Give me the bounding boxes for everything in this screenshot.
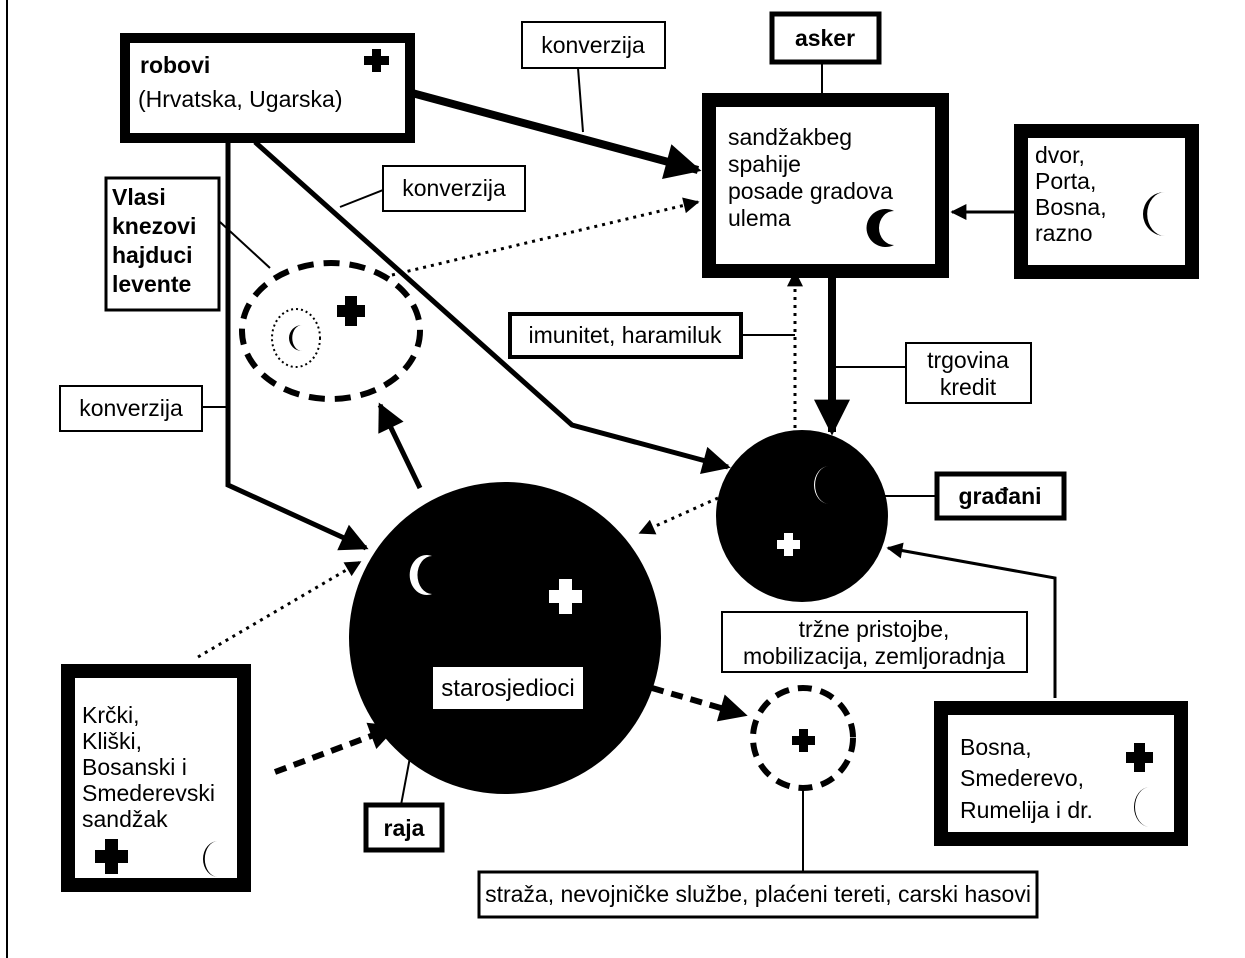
robovi-title: robovi (140, 52, 210, 78)
sandzaci-line-1: Krčki, (82, 702, 140, 728)
cross-icon (777, 533, 800, 556)
arrow-bosna-gradjani (886, 542, 1057, 698)
cross-icon (337, 296, 365, 326)
sandzaci-line-4: Smederevski (82, 780, 215, 806)
trgovina-line-1: trgovina (927, 347, 1009, 373)
label-imunitet: imunitet, haramiluk (508, 312, 743, 359)
label-konverzija-mid: konverzija (382, 165, 526, 212)
label-trgovina: trgovina kredit (905, 342, 1032, 404)
arrow-vlasi-askeri-dotted (391, 197, 700, 277)
arrow-sandzaci-starosjedioci-dashed (273, 722, 398, 775)
node-vlasi-group (239, 260, 423, 402)
cross-icon (549, 579, 582, 614)
node-dvor: dvor, Porta, Bosna, razno (1014, 124, 1199, 279)
crescent-icon (409, 555, 432, 595)
asker-text: asker (795, 25, 855, 51)
trzne-line-1: tržne pristojbe, (799, 616, 950, 642)
dvor-line-1: dvor, (1035, 142, 1085, 168)
konverzija-mid-text: konverzija (402, 175, 506, 201)
cross-icon (1126, 743, 1153, 772)
arrow-robovi-askeri (410, 89, 702, 179)
robovi-subtitle: (Hrvatska, Ugarska) (138, 86, 342, 112)
arrow-starosjedioci-trzne-dashed (651, 685, 748, 722)
label-konverzija-left: konverzija (59, 385, 203, 432)
node-trzne-circle (750, 685, 856, 791)
arrow-starosjedioci-vlasi (377, 402, 423, 490)
node-gradjani (716, 430, 888, 602)
sandzaci-line-3: Bosanski i (82, 754, 187, 780)
bosna-line-1: Bosna, (960, 734, 1032, 760)
straza-text: straža, nevojničke službe, plaćeni teret… (485, 881, 1031, 907)
konverzija-left-text: konverzija (79, 395, 183, 421)
vlasi-line-4: levente (112, 271, 191, 297)
starosjedioci-label: starosjedioci (441, 675, 574, 702)
askeri-line-4: ulema (728, 205, 791, 231)
bosna-line-2: Smederevo, (960, 765, 1084, 791)
vlasi-line-2: knezovi (112, 213, 196, 239)
vlasi-line-3: hajduci (112, 242, 193, 268)
trgovina-line-2: kredit (940, 374, 997, 400)
node-robovi: robovi (Hrvatska, Ugarska) (120, 33, 415, 143)
label-gradjani: građani (934, 471, 1067, 521)
bosna-line-3: Rumelija i dr. (960, 797, 1093, 823)
label-trzne: tržne pristojbe, mobilizacija, zemljorad… (721, 611, 1028, 673)
label-straza: straža, nevojničke službe, plaćeni teret… (477, 870, 1039, 919)
trzne-line-2: mobilizacija, zemljoradnja (743, 643, 1005, 669)
arrow-robovi-gradjani (253, 140, 731, 474)
dvor-line-3: Bosna, (1035, 194, 1107, 220)
leader-konverzija-top (577, 67, 584, 133)
label-konverzija-top: konverzija (521, 21, 666, 69)
imunitet-text: imunitet, haramiluk (528, 322, 722, 348)
leader-vlasi (219, 221, 271, 269)
crescent-icon (1143, 192, 1165, 236)
arrow-robovi-starosjedioci (225, 142, 369, 551)
cross-icon (95, 839, 128, 874)
node-bosna: Bosna, Smederevo, Rumelija i dr. (934, 701, 1188, 846)
vlasi-line-1: Vlasi (112, 184, 166, 210)
arrow-gradjani-starosjedioci-dotted (638, 496, 719, 535)
cross-icon (792, 729, 815, 752)
crescent-icon (289, 325, 302, 351)
node-askeri: sandžakbeg spahije posade gradova ulema (702, 93, 949, 278)
konverzija-top-text: konverzija (541, 32, 645, 58)
askeri-line-1: sandžakbeg (728, 124, 852, 150)
node-vlasi: Vlasi knezovi hajduci levente (104, 176, 221, 312)
arrow-sandzaci-starosjedioci-dotted (197, 560, 362, 659)
raja-text: raja (384, 815, 425, 841)
gradjani-text: građani (958, 483, 1041, 509)
sandzaci-line-2: Kliški, (82, 728, 142, 754)
sandzaci-line-5: sandžak (82, 806, 168, 832)
leader-konverzija-mid (339, 189, 384, 208)
askeri-line-2: spahije (728, 151, 801, 177)
label-raja: raja (363, 802, 445, 853)
cross-icon (364, 49, 389, 72)
node-starosjedioci: starosjedioci (349, 482, 661, 794)
node-sandzaci: Krčki, Kliški, Bosanski i Smederevski sa… (61, 664, 251, 892)
crescent-icon (866, 209, 894, 247)
askeri-line-3: posade gradova (728, 178, 893, 204)
dvor-line-4: razno (1035, 220, 1093, 246)
label-asker: asker (769, 11, 882, 65)
dvor-line-2: Porta, (1035, 168, 1096, 194)
